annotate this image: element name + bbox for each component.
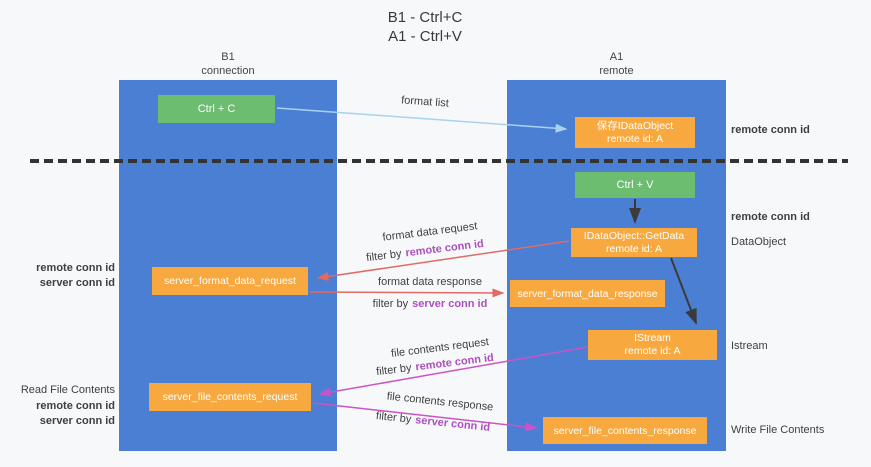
left-server-conn-id-2: server conn id bbox=[39, 415, 115, 427]
ctrl-c-box: Ctrl + C bbox=[158, 95, 275, 123]
right-remote-conn-id-2: remote conn id bbox=[731, 211, 810, 223]
remote-conn-id-text: remote conn id bbox=[404, 237, 485, 260]
read-file-contents-label: Read File Contents bbox=[20, 384, 115, 396]
lane-a1-role: remote bbox=[599, 65, 634, 77]
lane-b1-name: B1 bbox=[221, 51, 235, 63]
istream-box: IStream remote id: A bbox=[588, 330, 717, 360]
format-list-label: format list bbox=[400, 94, 450, 110]
left-remote-conn-id-1: remote conn id bbox=[36, 262, 115, 274]
istream-side-label: Istream bbox=[731, 340, 768, 352]
save-idataobject-box: 保存IDataObject remote id: A bbox=[575, 117, 695, 148]
getdata-remote-id: remote id: A bbox=[605, 242, 663, 255]
save-idataobject-remote-id: remote id: A bbox=[606, 132, 664, 145]
separator-dashed-line bbox=[30, 159, 848, 163]
filter-by-text: filter by bbox=[375, 361, 413, 379]
server-format-data-response-box: server_format_data_response bbox=[510, 280, 665, 307]
istream-label: IStream bbox=[634, 332, 671, 344]
format-data-response-label: format data response bbox=[378, 276, 482, 288]
lane-a1-name: A1 bbox=[609, 51, 624, 63]
server-format-data-request-box: server_format_data_request bbox=[152, 267, 308, 295]
title-line-a1: A1 - Ctrl+V bbox=[388, 28, 462, 45]
idataobject-getdata-box: IDataObject::GetData remote id: A bbox=[571, 228, 697, 257]
server-file-contents-request-box: server_file_contents_request bbox=[149, 383, 311, 411]
left-remote-conn-id-2: remote conn id bbox=[36, 400, 115, 412]
server-conn-id-text: server conn id bbox=[412, 298, 488, 310]
getdata-label: IDataObject::GetData bbox=[583, 229, 685, 242]
right-remote-conn-id-1: remote conn id bbox=[731, 124, 810, 136]
left-server-conn-id-1: server conn id bbox=[39, 277, 115, 289]
server-conn-id-text: server conn id bbox=[414, 414, 491, 434]
filter-by-text: filter by bbox=[365, 247, 403, 265]
arrow-format-data-response bbox=[309, 288, 505, 298]
lane-b1-role: connection bbox=[201, 65, 255, 77]
filter-by-text: filter by bbox=[375, 410, 412, 426]
lane-header-b1: B1 connection bbox=[119, 50, 337, 78]
istream-remote-id: remote id: A bbox=[624, 345, 681, 357]
server-file-contents-response-box: server_file_contents_response bbox=[543, 417, 707, 444]
title-line-b1: B1 - Ctrl+C bbox=[387, 9, 463, 26]
save-idataobject-label: 保存IDataObject bbox=[596, 119, 674, 132]
lane-header-a1: A1 remote bbox=[507, 50, 726, 78]
dataobject-label: DataObject bbox=[731, 236, 787, 248]
filter-by-text: filter by bbox=[372, 298, 409, 310]
ctrl-v-box: Ctrl + V bbox=[575, 172, 695, 198]
diagram-title: B1 - Ctrl+C A1 - Ctrl+V bbox=[0, 8, 850, 46]
write-file-contents-label: Write File Contents bbox=[731, 424, 825, 436]
